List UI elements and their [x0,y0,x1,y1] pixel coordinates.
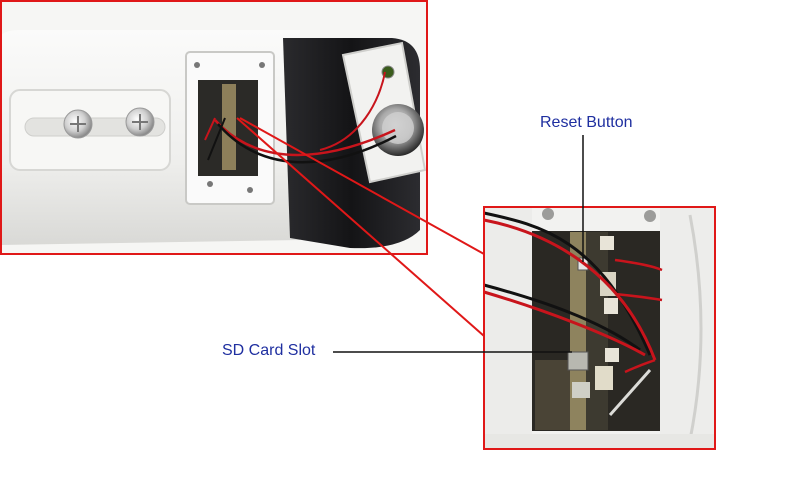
sd-card-slot-label: SD Card Slot [222,342,316,359]
callout-line-bottom [236,117,485,337]
callout-lines [236,117,584,353]
pcb-board [570,232,586,430]
reset-button-label: Reset Button [540,114,633,131]
zoom-photo [483,206,716,450]
zoom-border [483,206,716,450]
overview-photo [0,0,428,255]
sd-slot-part [567,351,589,371]
overview-border [0,0,428,255]
callout-line-top [239,117,485,255]
